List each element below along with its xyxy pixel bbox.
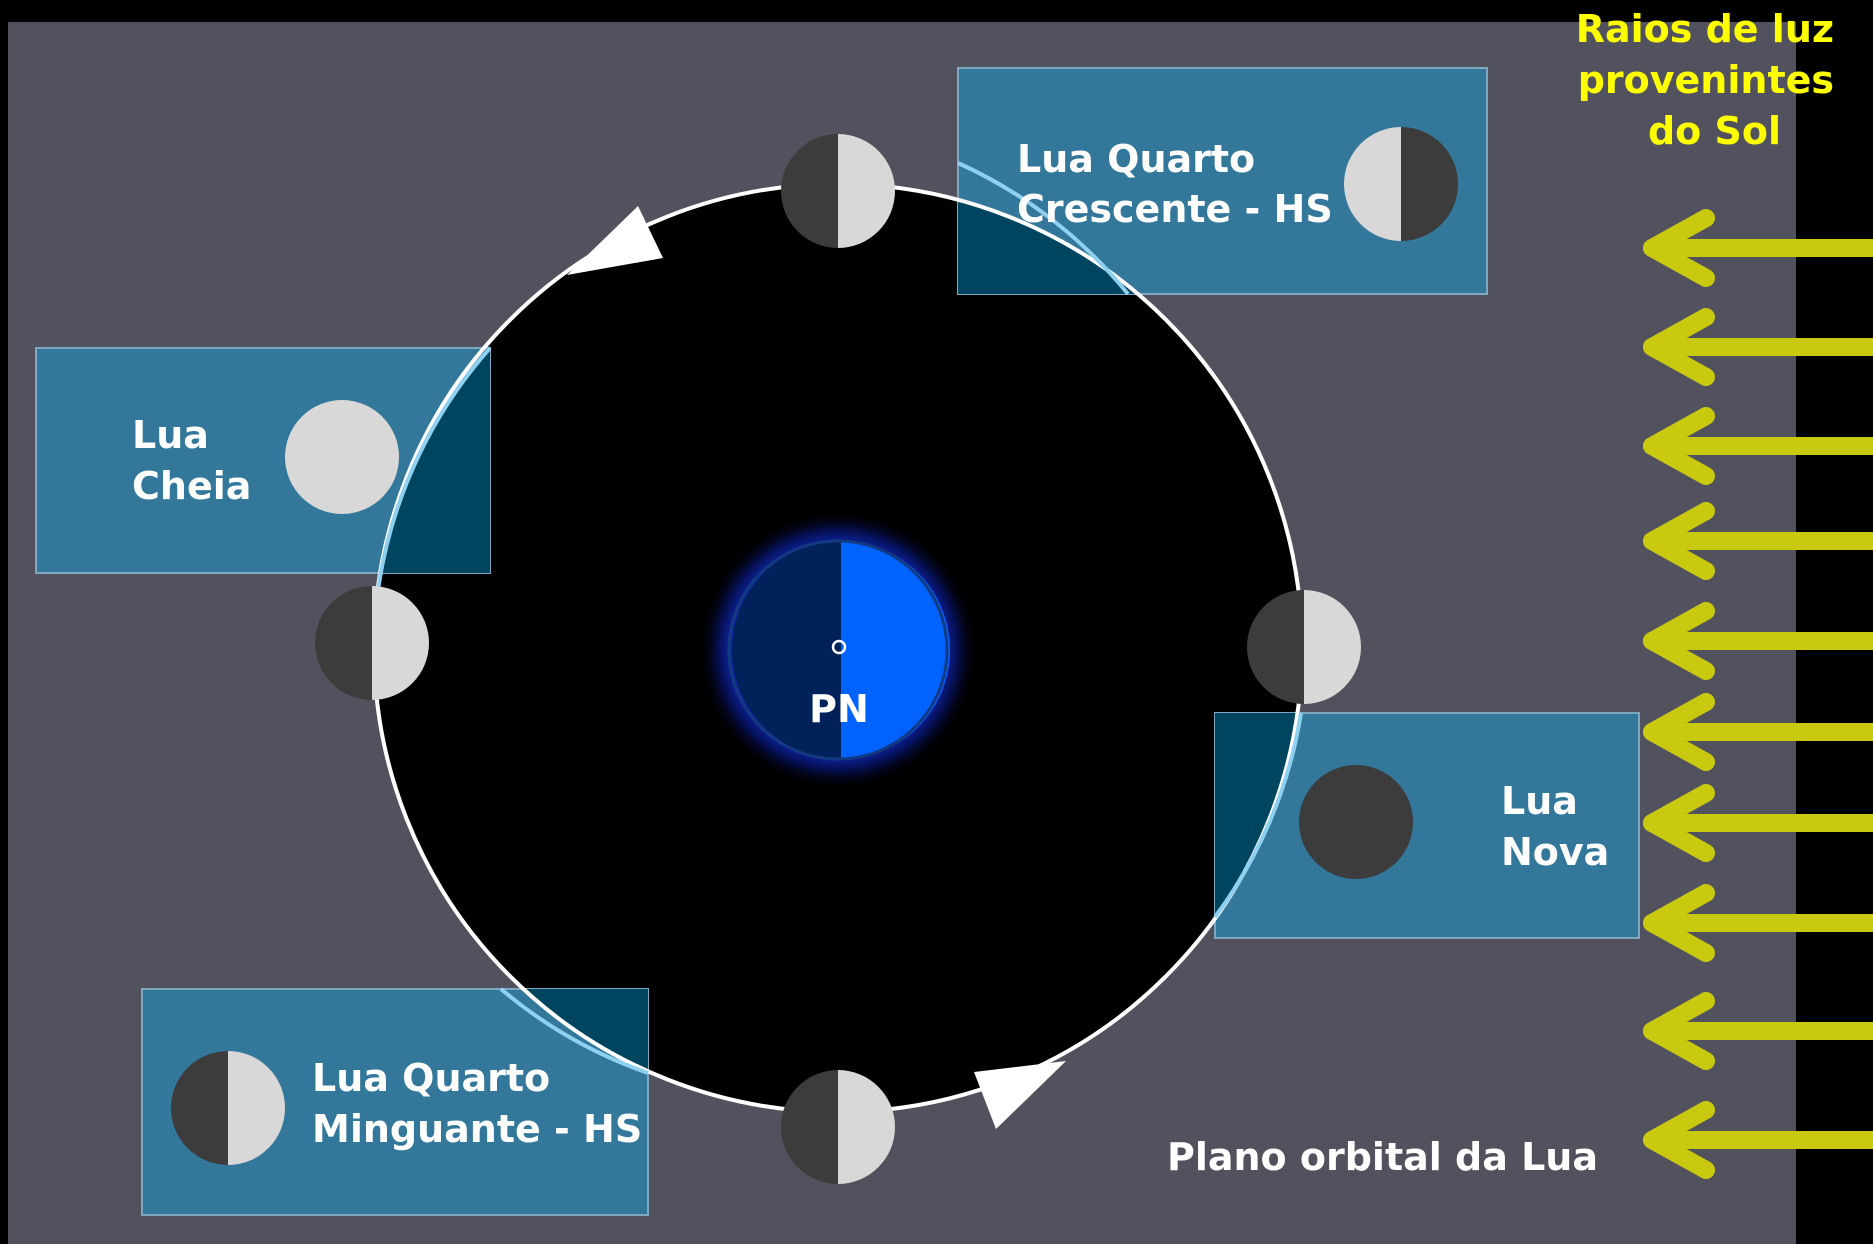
- pole-label: PN: [809, 687, 869, 731]
- full-moon-label-line1: Lua: [132, 413, 209, 457]
- sun-ray: [1643, 602, 1873, 680]
- new-moon-label-line1: Lua: [1501, 779, 1578, 823]
- full-moon-label-line2: Cheia: [132, 464, 251, 508]
- sun-rays-label-line1: Raios de luz: [1576, 7, 1834, 51]
- sun-ray: [1643, 1101, 1873, 1179]
- sun-ray: [1643, 884, 1873, 962]
- north-pole-marker: [831, 639, 847, 655]
- last-quarter-label-line1: Lua Quarto: [312, 1056, 550, 1100]
- new-moon-icon: [1299, 765, 1413, 879]
- moon-top: [781, 134, 895, 248]
- sun-ray: [1643, 209, 1873, 287]
- label-box-full: [35, 347, 491, 574]
- orbital-plane-label: Plano orbital da Lua: [1167, 1135, 1598, 1179]
- sun-ray: [1643, 502, 1873, 580]
- moon-left: [315, 586, 429, 700]
- sun-ray: [1643, 784, 1873, 862]
- first-quarter-moon-icon: [1344, 127, 1458, 241]
- sun-side-strip: [1796, 0, 1873, 1244]
- moon-right: [1247, 590, 1361, 704]
- earth: [727, 539, 950, 761]
- sun-ray: [1643, 992, 1873, 1070]
- first-quarter-label-line1: Lua Quarto: [1017, 137, 1255, 181]
- sun-rays-label-line3: do Sol: [1648, 109, 1781, 153]
- last-quarter-label-line2: Minguante - HS: [312, 1107, 642, 1151]
- moon-bottom: [781, 1070, 895, 1184]
- first-quarter-label-line2: Crescente - HS: [1017, 187, 1333, 231]
- new-moon-label-line2: Nova: [1501, 830, 1609, 874]
- sun-ray: [1643, 407, 1873, 485]
- sun-rays: [1643, 209, 1873, 1179]
- orbit-direction-arrow-bottom: [974, 1061, 1066, 1129]
- label-box-new: [1214, 712, 1640, 939]
- sun-rays-label-line2: provenintes: [1578, 58, 1834, 102]
- last-quarter-moon-icon: [171, 1051, 285, 1165]
- orbit-direction-arrow-top: [567, 206, 663, 275]
- sun-ray: [1643, 693, 1873, 771]
- full-moon-icon: [285, 400, 399, 514]
- sun-ray: [1643, 308, 1873, 386]
